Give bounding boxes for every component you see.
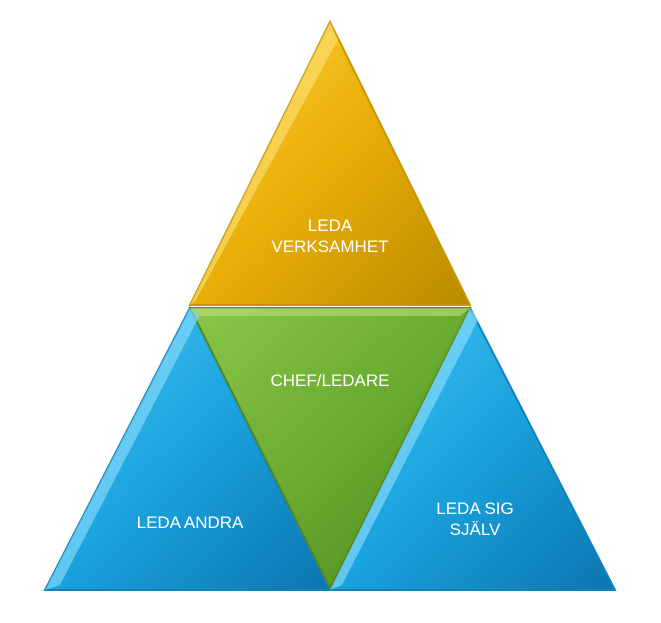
- label-leda-sig-sjalv: LEDA SIG SJÄLV: [375, 498, 575, 540]
- label-line: LEDA SIG: [436, 499, 514, 518]
- label-chef-ledare: CHEF/LEDARE: [270, 371, 390, 390]
- label-leda-verksamhet: LEDA VERKSAMHET: [230, 215, 430, 257]
- label-line: VERKSAMHET: [271, 237, 389, 256]
- label-line: LEDA: [307, 216, 353, 235]
- bevel-highlight: [45, 308, 200, 590]
- bevel-highlight: [190, 308, 470, 316]
- bevel-highlight: [190, 22, 338, 305]
- label-line: SJÄLV: [449, 520, 501, 539]
- label-leda-andra: LEDA ANDRA: [136, 513, 244, 532]
- triangle-leda-verksamhet: [188, 19, 472, 306]
- bevel-highlight: [330, 308, 478, 590]
